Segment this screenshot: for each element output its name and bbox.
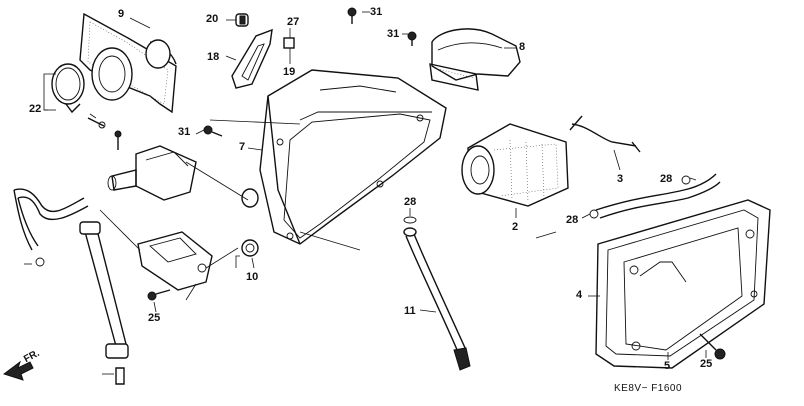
callout-28-mid: 28 xyxy=(566,214,579,226)
part-4-side-cover xyxy=(595,199,771,369)
part-28-hose xyxy=(589,173,721,219)
callout-2: 2 xyxy=(512,221,519,233)
callout-8: 8 xyxy=(519,41,526,53)
part-valve-upper xyxy=(107,145,197,201)
small-screw xyxy=(114,130,122,150)
part-8-cover xyxy=(429,28,521,91)
part-27-clip xyxy=(283,37,295,49)
callout-31-left: 31 xyxy=(178,126,191,138)
part-31-bolt-left xyxy=(203,125,223,137)
part-11-drain-tube xyxy=(403,227,471,371)
callout-5: 5 xyxy=(664,360,671,372)
part-9-intake-duct xyxy=(79,12,177,114)
front-arrow-icon xyxy=(2,360,34,381)
callout-31-mid: 31 xyxy=(387,28,400,40)
part-7-air-cleaner-case xyxy=(259,69,447,245)
part-valve-lower xyxy=(137,231,213,291)
callout-31-top: 31 xyxy=(370,6,383,18)
part-2-filter-element xyxy=(461,123,569,207)
callout-11: 11 xyxy=(404,305,416,317)
part-31-bolt-top xyxy=(347,7,357,24)
callout-7: 7 xyxy=(239,141,246,153)
part-22-clamp xyxy=(51,63,106,129)
callout-9: 9 xyxy=(118,8,125,20)
part-20-cap xyxy=(235,13,249,27)
callout-3: 3 xyxy=(617,173,624,185)
callout-19: 19 xyxy=(283,66,296,78)
callout-18: 18 xyxy=(207,51,220,63)
callout-20: 20 xyxy=(206,13,219,25)
part-breather-hose-left xyxy=(13,188,89,267)
leader-lines xyxy=(24,11,707,375)
part-18-bracket xyxy=(231,28,273,89)
part-25-bolt-right xyxy=(699,333,726,360)
callout-25-right: 25 xyxy=(700,358,713,370)
part-10-grommet xyxy=(241,188,259,257)
part-3-strap xyxy=(569,115,641,153)
callout-28-case: 28 xyxy=(404,196,417,208)
callout-22: 22 xyxy=(29,103,42,115)
diagram-code: KE8V− F1600 xyxy=(614,383,683,394)
callout-4: 4 xyxy=(576,289,583,301)
callout-10: 10 xyxy=(246,271,259,283)
callout-28-right: 28 xyxy=(660,173,673,185)
part-25-bolt-left xyxy=(147,289,171,301)
callout-25-left: 25 xyxy=(148,312,161,324)
part-28-clip-small xyxy=(403,216,417,224)
callout-27: 27 xyxy=(287,16,300,28)
part-drain-tube-left xyxy=(79,221,129,385)
part-31-bolt-mid xyxy=(407,31,417,46)
